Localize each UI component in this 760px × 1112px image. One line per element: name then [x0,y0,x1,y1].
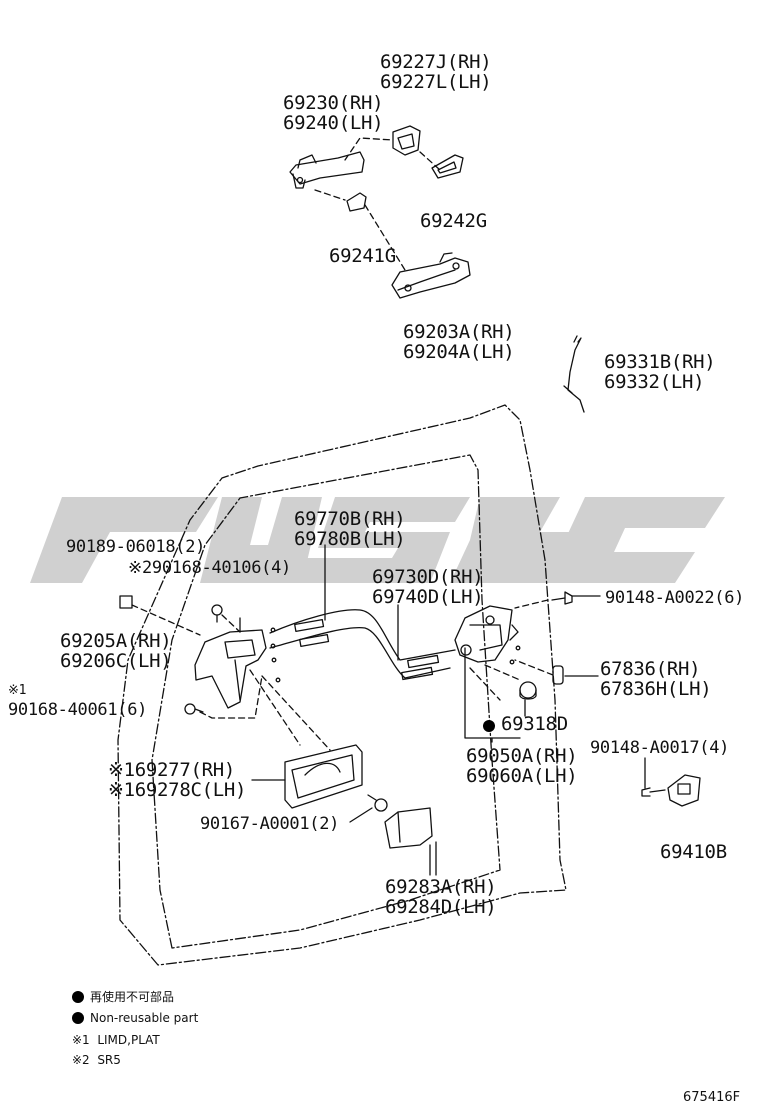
legend-jp-text: 再使用不可部品 [90,990,175,1004]
label-90189: 90189-06018(2) [66,537,206,557]
label-69730d: 69730D(RH) [372,566,484,588]
legend-en-text: Non-reusable part [90,1011,199,1025]
label-69050a: 69050A(RH) [466,745,578,767]
service-cover-part [384,807,433,849]
label-69205a: 69205A(RH) [60,630,172,652]
door-outline-inner [151,454,501,949]
label-67836h: 67836H(LH) [600,678,712,700]
label-69230: 69230(RH) [283,92,384,114]
handle-cover-part [392,125,421,156]
control-rod-part [563,335,585,413]
legend-note-2: ※2 SR5 [72,1053,121,1067]
door-outline-outer [117,404,567,966]
clip-square-part [119,595,133,609]
screw-part-d [551,591,573,605]
label-69204a: 69204A(LH) [403,341,515,363]
bumper-part [519,681,537,700]
label-90168-40061: 90168-40061(6) [8,700,148,720]
label-69318d: 69318D [483,714,568,734]
pad-front-part [431,154,464,179]
screw-part-c [367,794,388,812]
handle-bezel-part [284,744,363,809]
label-69060a: 69060A(LH) [466,765,578,787]
label-69410b: 69410B [660,841,727,863]
pad-rear-part [346,192,367,212]
label-69780b: 69780B(LH) [294,528,406,550]
outside-handle-part [289,151,365,189]
label-69227l: 69227L(LH) [380,71,492,93]
clip-part [552,665,564,685]
label-69242g: 69242G [420,210,487,232]
label-69331b: 69331B(RH) [604,351,716,373]
label-90168-40061-note: ※1 [8,683,27,698]
screw-part-b [184,703,204,715]
striker-part [667,774,701,807]
non-reusable-dot-icon [483,720,495,732]
label-69277: ※169277(RH) [108,759,236,781]
frame-assembly-part [391,252,471,299]
door-lock-part [454,605,519,663]
inside-handle-part [194,629,267,709]
screw-part-e [641,787,666,797]
label-69206c: 69206C(LH) [60,650,172,672]
legend-jp: 再使用不可部品 [72,990,174,1004]
label-69770b: 69770B(RH) [294,508,406,530]
screw-part-a [211,604,223,623]
label-69241g: 69241G [329,245,396,267]
legend-en: Non-reusable part [72,1011,198,1025]
label-69318d-text: 69318D [501,713,568,735]
label-90148-a0017: 90148-A0017(4) [590,738,730,758]
label-69227j: 69227J(RH) [380,51,492,73]
label-90167-a0001: 90167-A0001(2) [200,814,340,834]
label-90148-a0022: 90148-A0022(6) [605,588,745,608]
label-90168-40106: ※290168-40106(4) [128,558,291,578]
label-69284d: 69284D(LH) [385,896,497,918]
figure-id: 675416F [683,1090,741,1105]
label-69283a: 69283A(RH) [385,876,497,898]
label-69332: 69332(LH) [604,371,705,393]
label-69240: 69240(LH) [283,112,384,134]
label-69278c: ※169278C(LH) [108,779,247,801]
legend-dot-icon [72,1012,84,1024]
legend-note-1: ※1 LIMD,PLAT [72,1033,160,1047]
label-67836: 67836(RH) [600,658,701,680]
label-69203a: 69203A(RH) [403,321,515,343]
legend-dot-icon [72,991,84,1003]
lock-cable-part [269,609,456,681]
label-69740d: 69740D(LH) [372,586,484,608]
